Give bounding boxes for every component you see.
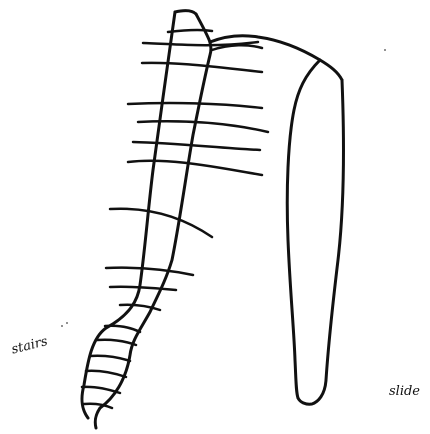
staircase-top bbox=[175, 11, 196, 14]
stair-step bbox=[84, 404, 112, 408]
stair-step bbox=[90, 356, 130, 361]
slide-left-edge bbox=[287, 60, 320, 398]
slide-right-edge bbox=[298, 80, 343, 404]
scan-speck bbox=[61, 325, 63, 327]
stair-step bbox=[106, 268, 193, 275]
slide-label: slide bbox=[389, 384, 420, 399]
staircase-right-rail bbox=[95, 14, 211, 428]
stair-step bbox=[128, 161, 262, 175]
stair-step bbox=[97, 340, 136, 345]
scan-speck bbox=[66, 322, 68, 324]
scan-speck bbox=[384, 49, 386, 51]
slide-top-edge bbox=[210, 36, 342, 80]
stair-step bbox=[110, 209, 212, 237]
stair-step bbox=[86, 371, 126, 377]
stair-step bbox=[128, 103, 262, 108]
stair-step bbox=[105, 326, 140, 332]
stair-step bbox=[142, 63, 262, 72]
stair-step bbox=[82, 387, 120, 393]
stair-step bbox=[133, 142, 260, 150]
stair-steps bbox=[82, 30, 268, 408]
stair-step bbox=[110, 287, 176, 290]
